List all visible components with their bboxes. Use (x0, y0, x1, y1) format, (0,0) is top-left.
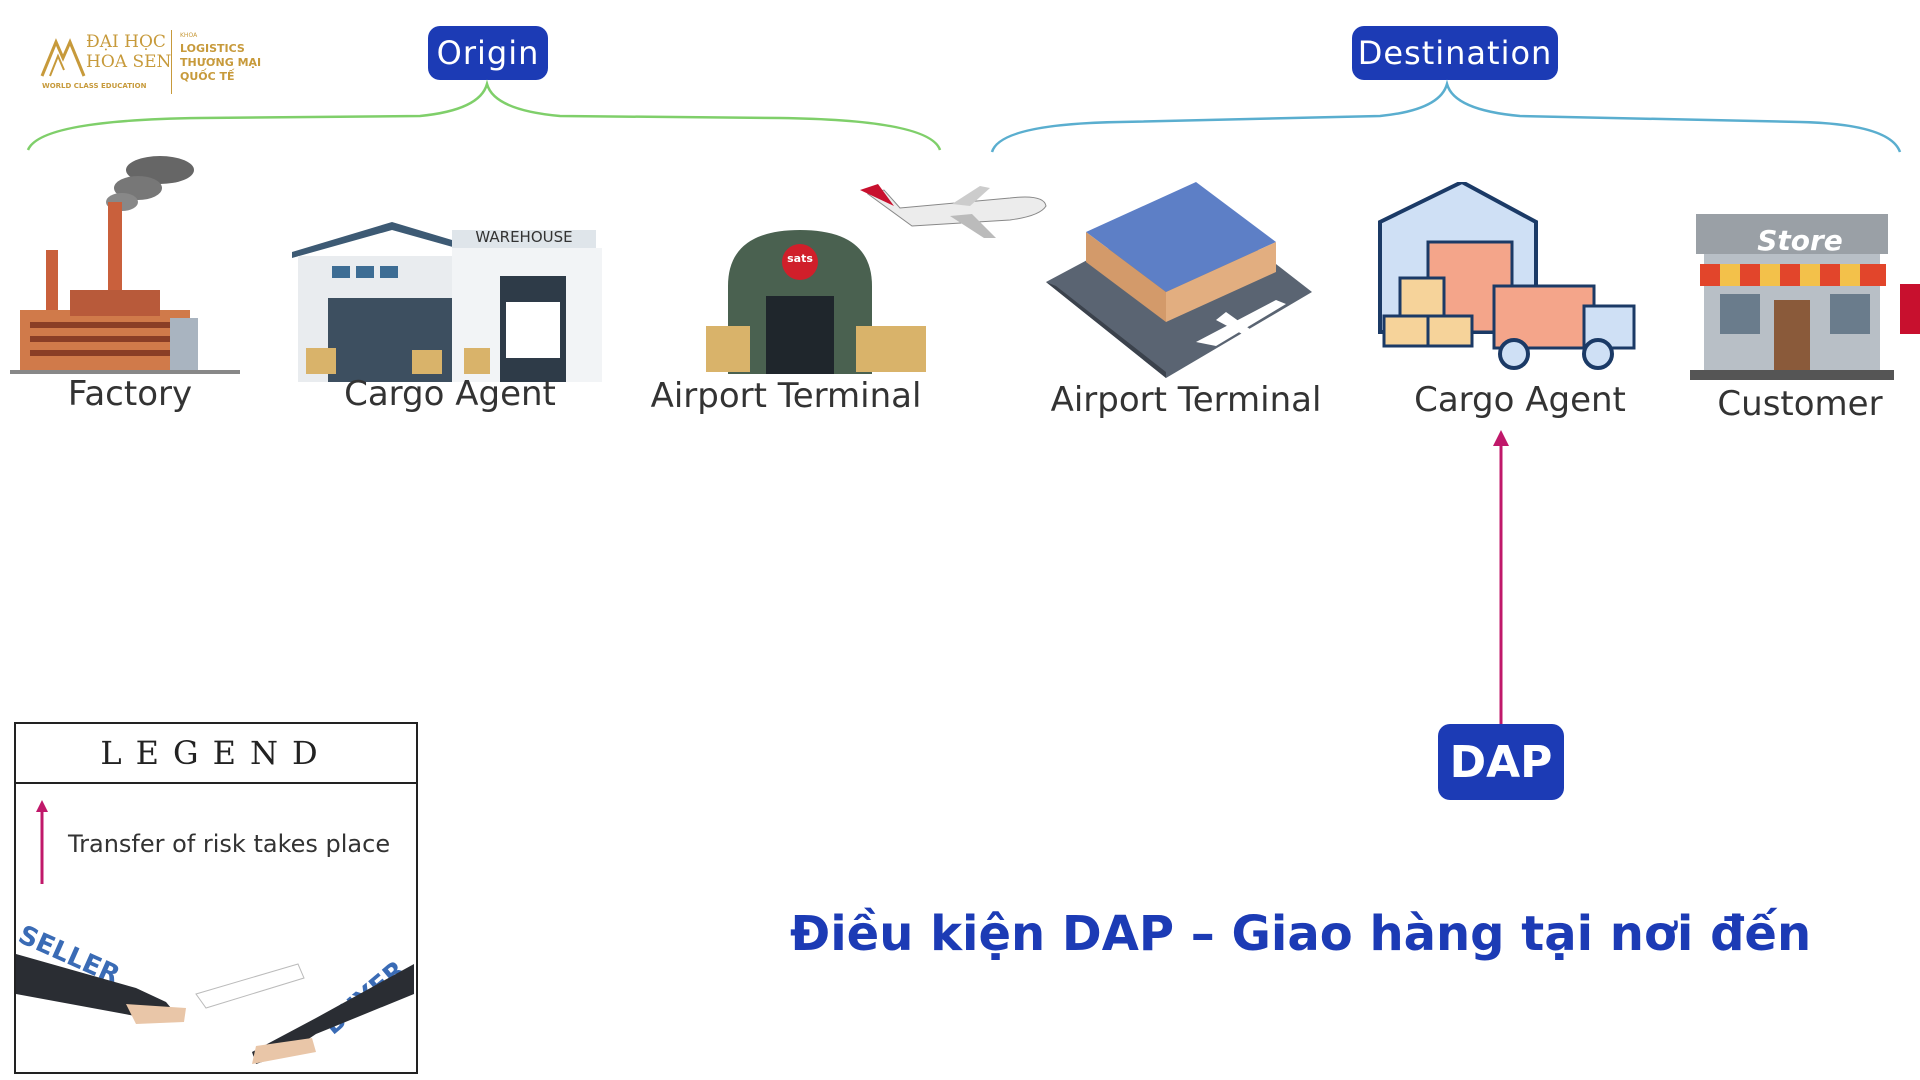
factory-icon (10, 156, 240, 374)
dept-line2: THƯƠNG MẠI (180, 56, 262, 69)
legend-arrow-icon (36, 800, 48, 884)
university-logo: ĐẠI HỌC HOA SEN WORLD CLASS EDUCATION KH… (40, 30, 270, 100)
dept-small: KHOA (180, 32, 198, 39)
dept-line3: QUỐC TẾ (180, 70, 235, 83)
cargo-truck-icon (1378, 182, 1636, 370)
logo-line1: ĐẠI HỌC (86, 32, 166, 52)
logo-divider (171, 30, 172, 94)
node-label-dest-airport: Airport Terminal (1050, 380, 1322, 420)
legend: LEGEND Transfer of risk takes place SELL… (14, 722, 418, 1074)
dap-term-badge: DAP (1438, 724, 1564, 800)
airport-icon (1046, 182, 1312, 378)
dept-line1: LOGISTICS (180, 42, 245, 55)
hangar-icon (706, 230, 926, 374)
node-label-origin-airport: Airport Terminal (650, 376, 922, 416)
store-sign: Store (1757, 224, 1843, 257)
legend-divider (16, 782, 416, 784)
node-label-origin-cargo-agent: Cargo Agent (344, 374, 556, 414)
origin-label: Origin (428, 26, 548, 80)
logo-tagline: WORLD CLASS EDUCATION (42, 82, 147, 90)
legend-text: Transfer of risk takes place (68, 830, 391, 858)
node-label-customer: Customer (1717, 384, 1883, 424)
handshake-icon (16, 954, 414, 1064)
origin-brace (26, 79, 942, 151)
slide-caption: Điều kiện DAP – Giao hàng tại nơi đến (790, 906, 1812, 962)
hangar-sign: sats (787, 252, 813, 265)
risk-transfer-arrow (1493, 430, 1509, 726)
logo-line2: HOA SEN (86, 52, 172, 72)
destination-label: Destination (1352, 26, 1558, 80)
warehouse-icon (292, 222, 602, 382)
node-label-dest-cargo-agent: Cargo Agent (1414, 380, 1626, 420)
legend-title: LEGEND (100, 734, 332, 772)
airplane-icon (860, 184, 1047, 238)
mountain-logo-icon (40, 38, 86, 77)
node-label-factory: Factory (67, 374, 193, 414)
warehouse-sign: WAREHOUSE (475, 228, 573, 246)
destination-brace (990, 79, 1902, 153)
store-icon (1690, 214, 1920, 380)
